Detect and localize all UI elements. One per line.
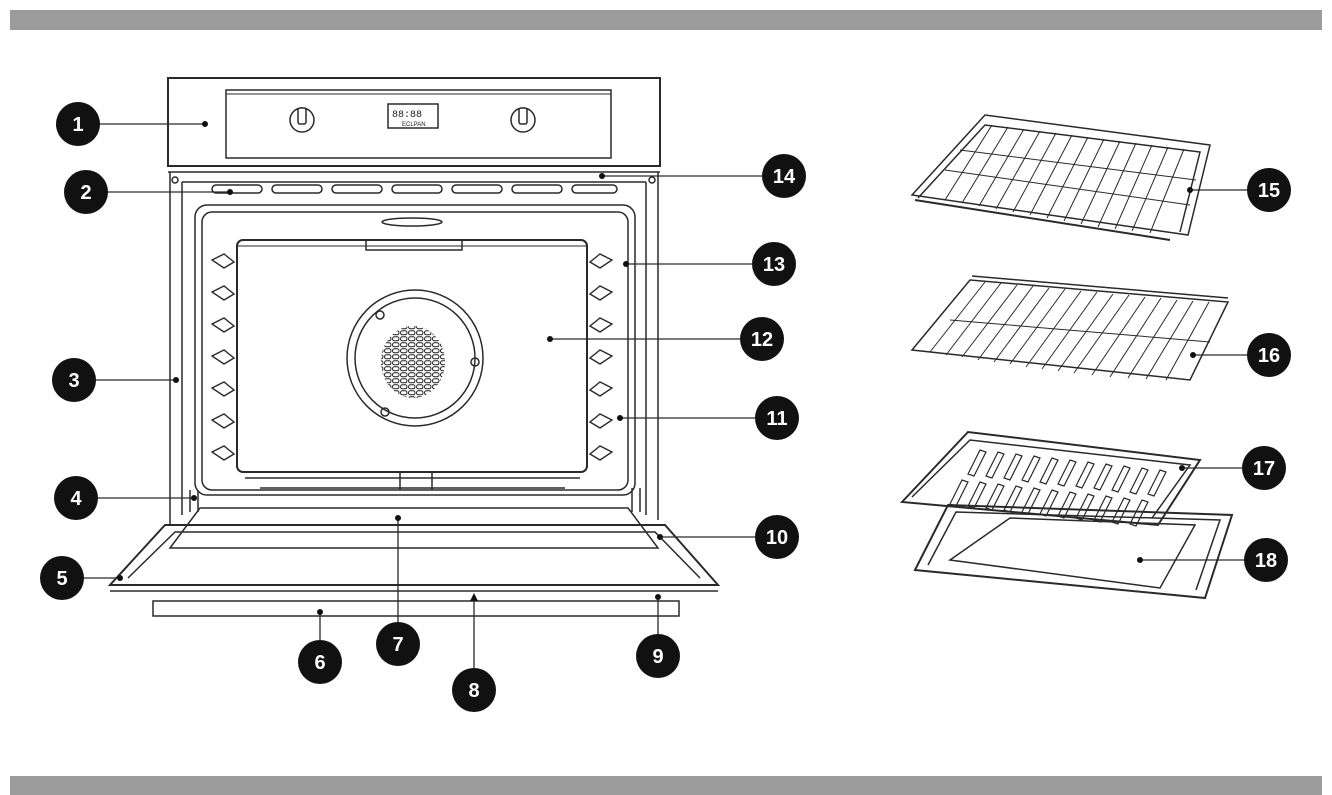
- callout-3-label: 3: [68, 370, 79, 392]
- callout-2: 2: [64, 170, 108, 214]
- oven-body: [169, 172, 659, 525]
- callout-18-label: 18: [1255, 550, 1277, 572]
- callout-5: 5: [40, 556, 84, 600]
- callout-8-label: 8: [468, 680, 479, 702]
- callout-1: 1: [56, 102, 100, 146]
- side-rails: [210, 253, 614, 461]
- callout-4-label: 4: [70, 488, 82, 510]
- callout-9: 9: [636, 634, 680, 678]
- callout-8: 8: [452, 668, 496, 712]
- bottom-footer-bar: [10, 776, 1322, 795]
- control-panel: [167, 77, 661, 167]
- wire-rack: [910, 275, 1230, 381]
- callout-17: 17: [1242, 446, 1286, 490]
- callout-14: 14: [762, 154, 806, 198]
- callout-9-label: 9: [652, 646, 663, 668]
- callout-15: 15: [1247, 168, 1291, 212]
- callout-1-label: 1: [72, 114, 83, 136]
- callout-12-label: 12: [751, 329, 773, 351]
- callout-6: 6: [298, 640, 342, 684]
- callout-6-label: 6: [314, 652, 325, 674]
- display-sublabel: ECLPAN: [402, 122, 426, 128]
- top-header-bar: [10, 10, 1322, 30]
- baking-pan: [913, 503, 1234, 600]
- callout-4: 4: [54, 476, 98, 520]
- display-digits: 88:88: [392, 110, 422, 121]
- oven-drawing: 88:88 ECLPAN: [107, 77, 721, 617]
- callout-10: 10: [755, 515, 799, 559]
- callout-2-label: 2: [80, 182, 91, 204]
- callout-7-label: 7: [392, 634, 403, 656]
- callout-16: 16: [1247, 333, 1291, 377]
- callout-11-label: 11: [766, 408, 787, 430]
- convection-fan: [346, 289, 484, 427]
- callout-11: 11: [755, 396, 799, 440]
- vent-strip: [168, 171, 660, 194]
- callout-17-label: 17: [1253, 458, 1275, 480]
- callout-18: 18: [1244, 538, 1288, 582]
- callout-13-label: 13: [763, 254, 785, 276]
- telescopic-rack: [910, 114, 1211, 241]
- callout-5-label: 5: [56, 568, 67, 590]
- callout-13: 13: [752, 242, 796, 286]
- callout-10-label: 10: [766, 527, 788, 549]
- callout-16-label: 16: [1258, 345, 1280, 367]
- callout-14-label: 14: [773, 166, 796, 188]
- callout-markers: 1 2 3 4 5 6 7 8 9 10 11 12 13 14 15 16 1…: [40, 102, 1291, 712]
- callout-15-label: 15: [1258, 180, 1280, 202]
- callout-7: 7: [376, 622, 420, 666]
- callout-3: 3: [52, 358, 96, 402]
- callout-12: 12: [740, 317, 784, 361]
- oven-door: [107, 488, 721, 617]
